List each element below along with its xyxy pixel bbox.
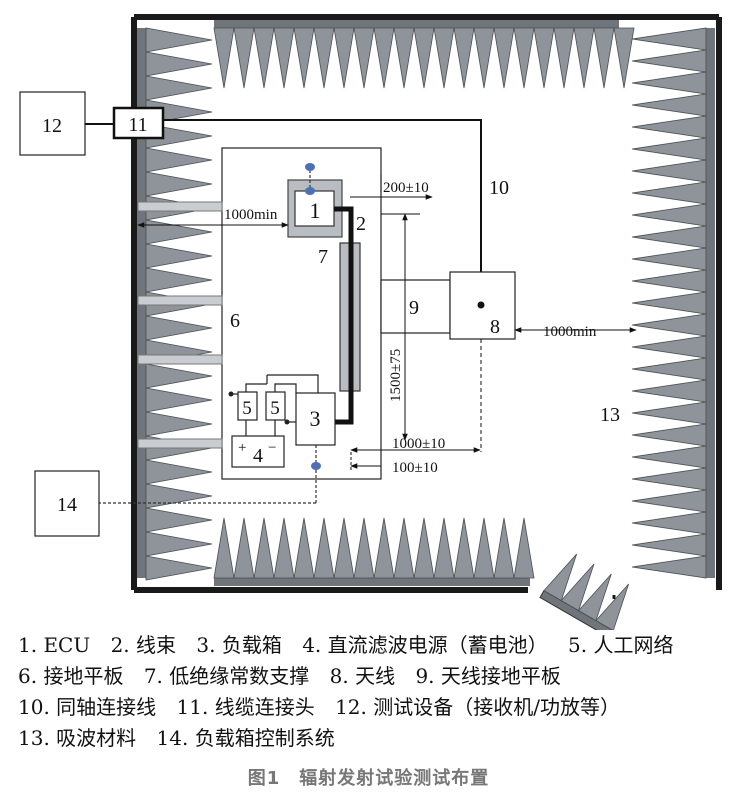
label-4: 4 (253, 445, 263, 467)
dim-1000min-left: 1000min (224, 207, 278, 223)
minus-sign: − (268, 440, 276, 456)
ground-point-bottom (311, 462, 321, 470)
lisn-box-2 (265, 391, 286, 421)
dim-200: 200±10 (383, 180, 429, 196)
legend-item: 11. 线缆连接头 (176, 695, 315, 719)
wire-harness (334, 206, 354, 425)
label-8: 8 (490, 316, 500, 338)
legend-item: 8. 天线 (329, 664, 396, 688)
test-layout-diagram: 12 11 10 9 8 1 7 2 3 5 5 4 + (19, 14, 722, 630)
legend-item: 2. 线束 (110, 633, 177, 657)
legend-item: 14. 负载箱控制系统 (156, 726, 335, 750)
legend: 1. ECU 2. 线束 3. 负载箱 4. 直流滤波电源（蓄电池） 5. 人工… (18, 630, 730, 754)
coax-cable (163, 119, 482, 284)
dc-power-box (231, 435, 285, 468)
cable-connector-box (112, 106, 165, 140)
label-11: 11 (128, 114, 147, 136)
label-13: 13 (600, 404, 620, 426)
test-equipment-box (19, 91, 86, 156)
label-7: 7 (318, 246, 328, 268)
absorber-material (137, 20, 715, 630)
legend-item: 10. 同轴连接线 (18, 695, 157, 719)
legend-item: 3. 负载箱 (196, 633, 282, 657)
figure-caption: 图1 辐射发射试验测试布置 (247, 768, 490, 789)
legend-item: 6. 接地平板 (18, 664, 124, 688)
label-2: 2 (356, 213, 366, 235)
legend-item: 1. ECU (18, 633, 91, 657)
dim-1000-10: 1000±10 (392, 436, 445, 452)
label-1: 1 (310, 198, 321, 223)
ground-point-top (305, 163, 315, 171)
dim-100-10: 100±10 (392, 460, 438, 476)
legend-item: 13. 吸波材料 (18, 726, 137, 750)
legend-item: 4. 直流滤波电源（蓄电池） (302, 633, 548, 657)
plus-sign: + (238, 440, 246, 456)
label-12: 12 (42, 115, 62, 137)
dim-1000min-right: 1000min (543, 324, 597, 340)
antenna-ground-plane (380, 279, 451, 334)
label-3: 3 (310, 406, 321, 431)
label-10: 10 (489, 177, 509, 199)
legend-item: 12. 测试设备（接收机/功放等） (335, 695, 620, 719)
label-14: 14 (57, 494, 77, 516)
dim-1500: 1500±75 (388, 349, 404, 402)
label-6: 6 (230, 310, 240, 332)
ground-plane-supports (137, 201, 223, 449)
legend-item: 5. 人工网络 (568, 633, 674, 657)
label-5b: 5 (270, 398, 280, 419)
legend-item: 9. 天线接地平板 (415, 664, 561, 688)
label-9: 9 (409, 297, 419, 319)
label-5a: 5 (242, 398, 252, 419)
lisn-box-1 (237, 391, 258, 421)
load-box-control-box (34, 470, 100, 537)
legend-item: 7. 低绝缘常数支撑 (143, 664, 310, 688)
